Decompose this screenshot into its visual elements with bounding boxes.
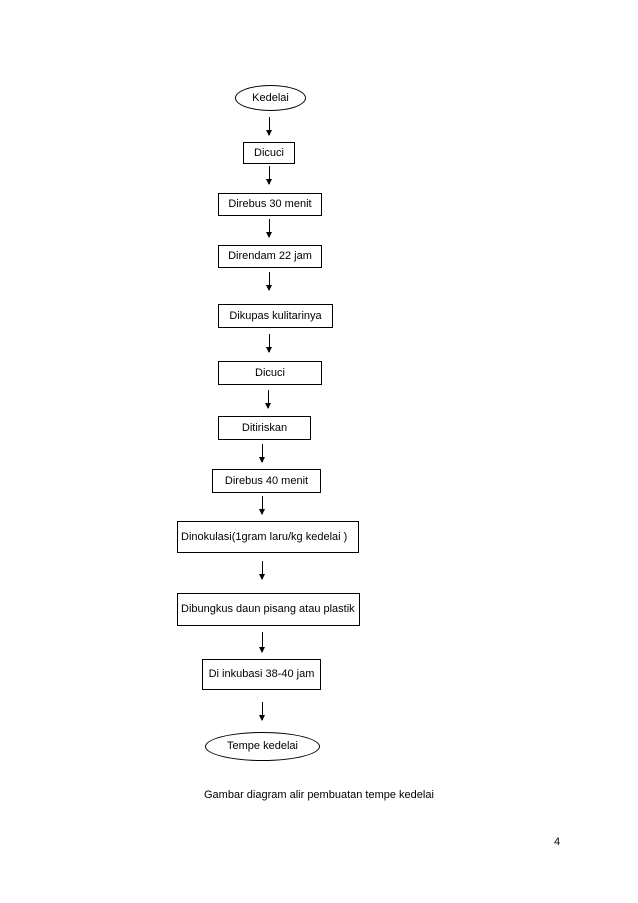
flow-arrow xyxy=(266,166,272,185)
step-node: Ditiriskan xyxy=(218,416,311,440)
flow-arrow xyxy=(259,632,265,653)
flow-arrow xyxy=(259,702,265,721)
flow-arrow xyxy=(266,219,272,238)
step-node: Direbus 40 menit xyxy=(212,469,321,493)
step-node: Dikupas kulitarinya xyxy=(218,304,333,328)
end-node: Tempe kedelai xyxy=(205,732,320,761)
figure-caption: Gambar diagram alir pembuatan tempe kede… xyxy=(204,789,434,801)
page-number: 4 xyxy=(554,836,561,848)
step-node: Dicuci xyxy=(243,142,295,164)
flow-arrow xyxy=(266,334,272,353)
step-node: Di inkubasi 38-40 jam xyxy=(202,659,321,690)
step-node: Dinokulasi(1gram laru/kg kedelai ) xyxy=(177,521,359,553)
flow-arrow xyxy=(259,561,265,580)
start-node: Kedelai xyxy=(235,85,306,111)
flow-arrow xyxy=(259,444,265,463)
flow-arrow xyxy=(259,496,265,515)
step-node: Dibungkus daun pisang atau plastik xyxy=(177,593,360,626)
step-node: Dicuci xyxy=(218,361,322,385)
flow-arrow xyxy=(266,272,272,291)
flow-arrow xyxy=(265,390,271,409)
flow-arrow xyxy=(266,117,272,136)
step-node: Direndam 22 jam xyxy=(218,245,322,268)
step-node: Direbus 30 menit xyxy=(218,193,322,216)
